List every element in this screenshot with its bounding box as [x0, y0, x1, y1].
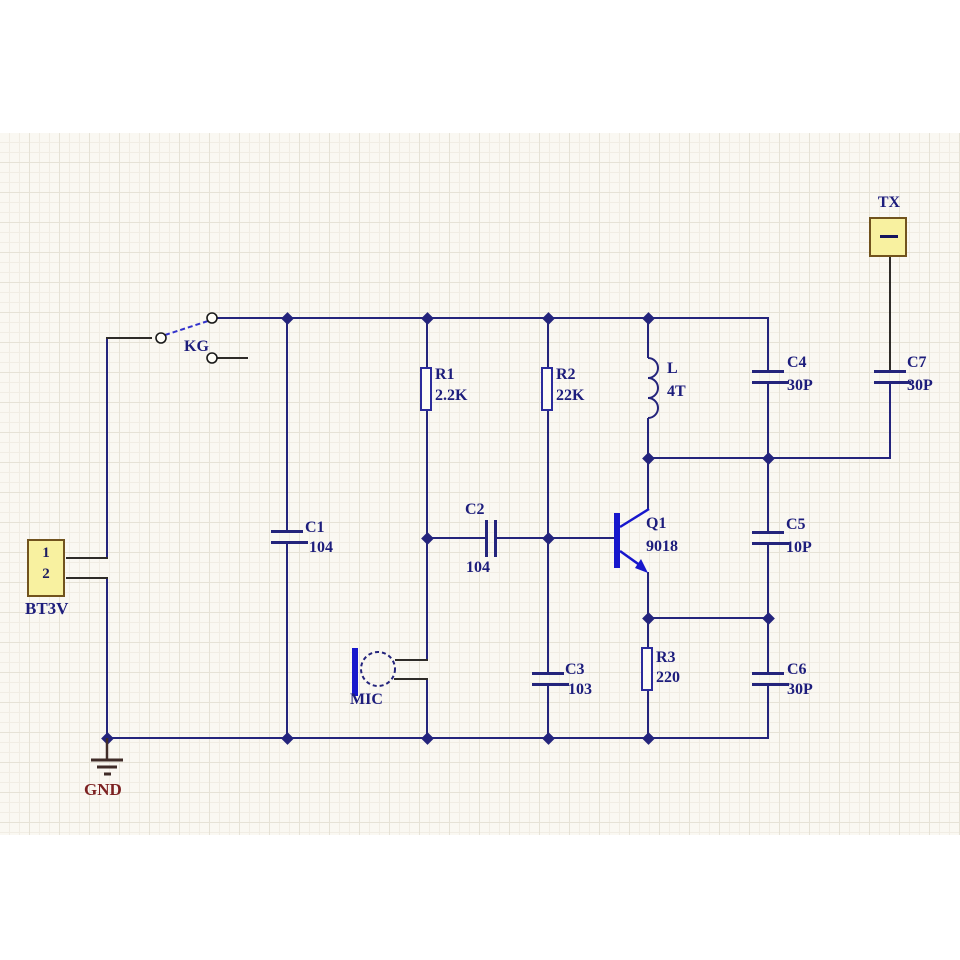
wire-c3-top [547, 538, 549, 675]
transistor-value: 9018 [646, 538, 678, 555]
wire-c6-bottom [767, 685, 769, 739]
npn-transistor-icon [614, 507, 650, 573]
switch-icon [155, 312, 248, 364]
wire-battery-down [106, 577, 108, 739]
c1-ref: C1 [305, 519, 325, 536]
transistor-ref: Q1 [646, 515, 667, 532]
wire-battery-up [106, 338, 108, 558]
c4-value: 30P [787, 377, 813, 394]
battery-connector-box [27, 539, 65, 597]
wire-c1-top [286, 317, 288, 533]
wire-emitter [647, 572, 649, 618]
r2-ref: R2 [556, 366, 576, 383]
wire-inductor-bottom [647, 418, 649, 459]
antenna-label: TX [877, 194, 901, 211]
inductor-value: 4T [667, 383, 686, 400]
r3-ref: R3 [656, 649, 676, 666]
c5-value: 10P [786, 539, 812, 556]
wire-r3-top [647, 617, 649, 648]
c2-value: 104 [466, 559, 490, 576]
c7-ref: C7 [907, 354, 927, 371]
capacitor-plate [874, 370, 906, 373]
wire-antenna [889, 257, 891, 373]
capacitor-plate [271, 530, 303, 533]
wire-r2-bottom [547, 410, 549, 539]
wire-emitter-node [647, 617, 769, 619]
resistor-body [641, 647, 653, 691]
wire-r3-bottom [647, 690, 649, 739]
wire-r1-bottom [426, 410, 428, 539]
capacitor-plate [752, 531, 784, 534]
r1-ref: R1 [435, 366, 455, 383]
capacitor-plate [752, 672, 784, 675]
capacitor-plate [752, 542, 789, 545]
wire-r1-top [426, 317, 428, 368]
c1-value: 104 [309, 539, 333, 556]
c5-ref: C5 [786, 516, 806, 533]
ground-icon [91, 738, 123, 776]
wire-battery-pin2 [66, 577, 108, 579]
capacitor-plate [752, 381, 789, 384]
inductor-ref: L [667, 360, 678, 377]
capacitor-plate [271, 541, 308, 544]
capacitor-plate [485, 520, 488, 557]
wire-c5-bottom [767, 544, 769, 619]
battery-pin2-number: 2 [42, 566, 50, 582]
microphone-icon [352, 648, 428, 696]
c6-ref: C6 [787, 661, 807, 678]
ground-label: GND [84, 780, 122, 799]
r3-value: 220 [656, 669, 680, 686]
capacitor-plate [532, 683, 569, 686]
capacitor-plate [752, 370, 784, 373]
wire-c4-top [767, 317, 769, 372]
battery-label: BT3V [25, 599, 69, 618]
microphone-label: MIC [350, 691, 383, 708]
capacitor-plate [532, 672, 564, 675]
wire-mic-top [426, 538, 428, 660]
wire-c2-right [497, 537, 615, 539]
capacitor-plate [494, 520, 497, 557]
wire-battery-pin1 [66, 557, 108, 559]
inductor-icon [647, 357, 659, 419]
capacitor-plate [752, 683, 789, 686]
wire-mic-bottom [426, 679, 428, 739]
c2-ref: C2 [465, 501, 485, 518]
capacitor-plate [874, 381, 911, 384]
battery-pin1-number: 1 [42, 545, 50, 561]
wire-ground-rail [106, 737, 769, 739]
c6-value: 30P [787, 681, 813, 698]
r1-value: 2.2K [435, 387, 468, 404]
wire-collector [647, 458, 649, 509]
c3-ref: C3 [565, 661, 585, 678]
wire-c1-bottom [286, 543, 288, 739]
wire-c4-bottom [767, 384, 769, 459]
wire-c7-bottom [889, 384, 891, 459]
wire-c6-top [767, 617, 769, 674]
r2-value: 22K [556, 387, 585, 404]
schematic-canvas [0, 133, 960, 835]
wire-c5-top [767, 458, 769, 533]
wire-switch-in [106, 337, 152, 339]
c7-value: 30P [907, 377, 933, 394]
c4-ref: C4 [787, 354, 807, 371]
wire-r2-top [547, 317, 549, 368]
c3-value: 103 [568, 681, 592, 698]
wire-c3-bottom [547, 685, 549, 739]
resistor-body [420, 367, 432, 411]
resistor-body [541, 367, 553, 411]
wire-c2-left [427, 537, 487, 539]
switch-label: KG [184, 338, 209, 355]
wire-inductor-top [647, 317, 649, 358]
wire-top-rail [217, 317, 769, 319]
antenna-pin-mark [880, 235, 898, 238]
